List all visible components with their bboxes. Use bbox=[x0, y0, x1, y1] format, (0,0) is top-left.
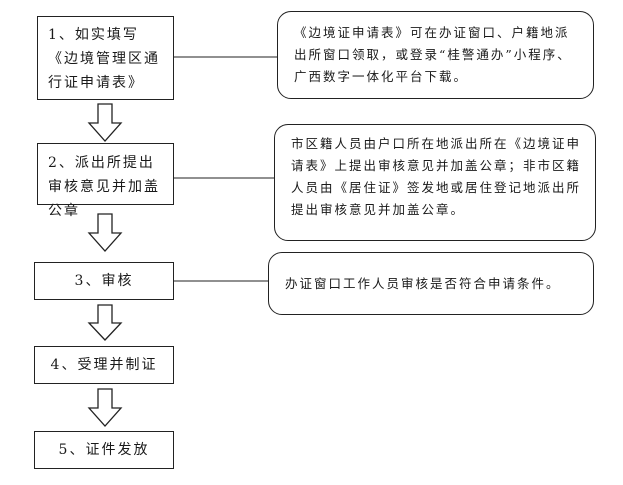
down-arrow-icon bbox=[87, 304, 123, 341]
step-5-label: 5、证件发放 bbox=[58, 442, 150, 458]
step-1-box: 1、如实填写《边境管理区通行证申请表》 bbox=[37, 16, 174, 100]
down-arrow-icon bbox=[87, 388, 123, 427]
note-2-box: 市区籍人员由户口所在地派出所在《边境证申请表》上提出审核意见并加盖公章；非市区籍… bbox=[274, 124, 596, 241]
step-3-label: 3、审核 bbox=[74, 273, 134, 289]
step-1-label: 1、如实填写《边境管理区通行证申请表》 bbox=[48, 27, 160, 91]
step-4-label: 4、受理并制证 bbox=[50, 357, 158, 373]
note-1-box: 《边境证申请表》可在办证窗口、户籍地派出所窗口领取，或登录“桂警通办”小程序、广… bbox=[277, 11, 594, 99]
note-3-box: 办证窗口工作人员审核是否符合申请条件。 bbox=[268, 252, 594, 315]
note-2-text: 市区籍人员由户口所在地派出所在《边境证申请表》上提出审核意见并加盖公章；非市区籍… bbox=[291, 136, 582, 217]
step-5-box: 5、证件发放 bbox=[34, 431, 174, 469]
note-1-text: 《边境证申请表》可在办证窗口、户籍地派出所窗口领取，或登录“桂警通办”小程序、广… bbox=[294, 25, 572, 84]
step-3-box: 3、审核 bbox=[34, 262, 174, 300]
step-2-label: 2、派出所提出审核意见并加盖公章 bbox=[48, 155, 160, 219]
step-4-box: 4、受理并制证 bbox=[34, 346, 174, 384]
step-2-box: 2、派出所提出审核意见并加盖公章 bbox=[37, 143, 174, 219]
down-arrow-icon bbox=[87, 103, 123, 142]
note-3-text: 办证窗口工作人员审核是否符合申请条件。 bbox=[285, 275, 561, 291]
